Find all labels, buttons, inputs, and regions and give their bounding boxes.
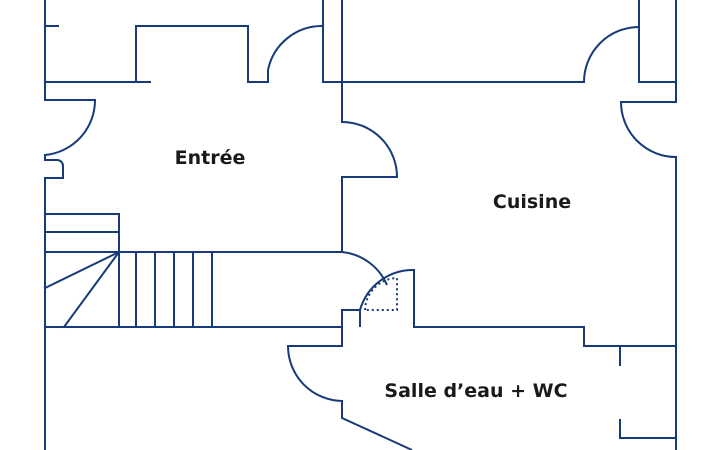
cuisine-right-wall xyxy=(620,81,677,450)
salle-eau-walls xyxy=(287,326,677,450)
cuisine-top-wall xyxy=(341,0,677,83)
door-top xyxy=(267,24,324,83)
door-salle-eau xyxy=(341,251,415,327)
room-label-entree: Entrée xyxy=(175,147,246,169)
room-label-cuisine: Cuisine xyxy=(493,191,571,213)
central-wall xyxy=(341,0,399,328)
staircase xyxy=(43,213,343,329)
top-left-walls xyxy=(44,0,343,101)
room-label-salle-eau: Salle d’eau + WC xyxy=(384,380,567,402)
entree-left-walls xyxy=(44,99,97,450)
